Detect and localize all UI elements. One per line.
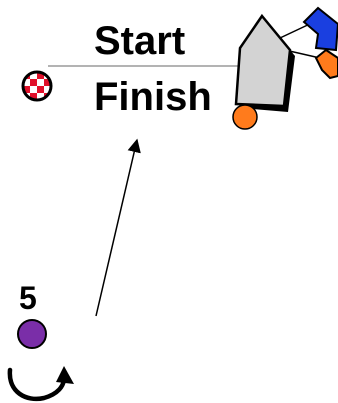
- checkered-flag-buoy-icon: [21, 70, 53, 102]
- circling-turn-arrow-icon: [7, 367, 67, 402]
- boat-position-icon: [17, 319, 47, 349]
- committee-boat-icon: [232, 6, 338, 130]
- blue-flag-icon: [302, 6, 338, 52]
- start-label: Start: [94, 19, 185, 63]
- finish-label: Finish: [94, 75, 212, 119]
- course-arrow: [95, 138, 141, 317]
- boat-number-label: 5: [19, 280, 37, 316]
- committee-buoy-icon: [232, 104, 258, 130]
- orange-flag-icon: [314, 48, 338, 80]
